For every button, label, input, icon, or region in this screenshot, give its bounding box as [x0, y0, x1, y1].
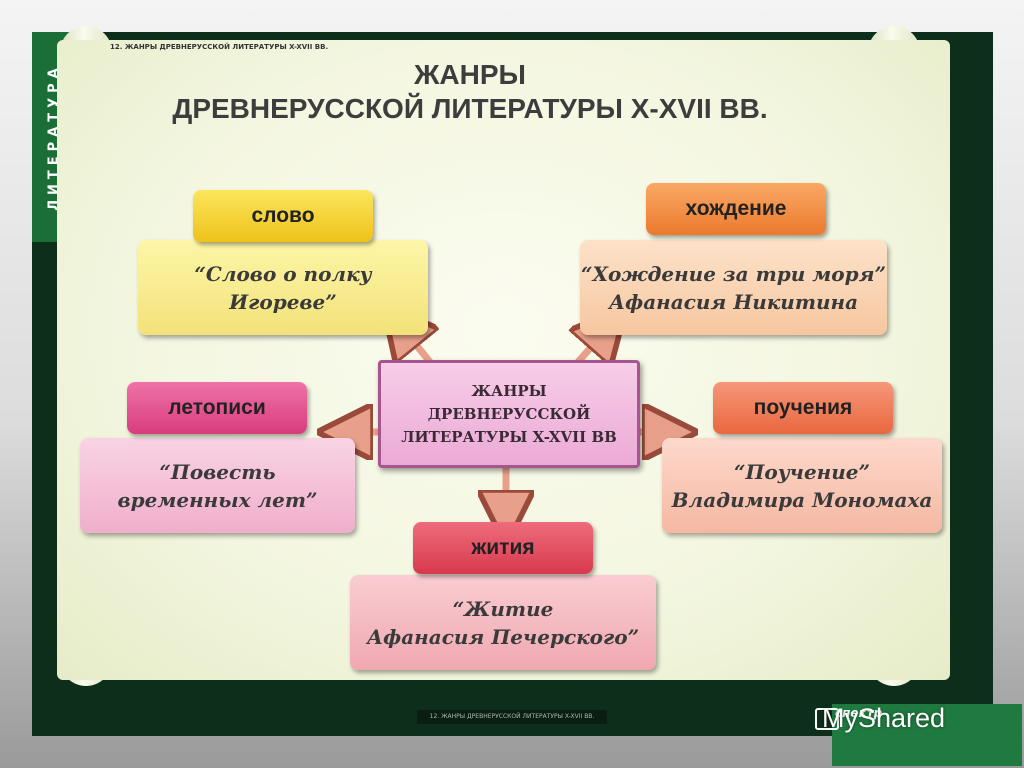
publisher-logo: спектр — [835, 706, 883, 720]
center-line-3: ЛИТЕРАТУРЫ X-XVII ВВ — [401, 427, 617, 446]
title-line-1: ЖАНРЫ — [414, 59, 526, 90]
example-card-slovo: “Слово о полку Игореве” — [138, 240, 428, 335]
genre-label-poucheniya: поучения — [713, 382, 893, 434]
page-title: ЖАНРЫ ДРЕВНЕРУССКОЙ ЛИТЕРАТУРЫ X-XVII ВВ… — [150, 58, 790, 126]
example-card-zhitiya: “Житие Афанасия Печерского” — [350, 575, 656, 670]
center-line-2: ДРЕВНЕРУССКОЙ — [427, 404, 591, 423]
title-line-2: ДРЕВНЕРУССКОЙ ЛИТЕРАТУРЫ X-XVII ВВ. — [172, 93, 768, 124]
poster-header: 12. ЖАНРЫ ДРЕВНЕРУССКОЙ ЛИТЕРАТУРЫ X-XVI… — [110, 43, 329, 51]
example-card-letopisi: “Повесть временных лет” — [80, 438, 355, 533]
example-card-poucheniya: “Поучение” Владимира Мономаха — [662, 438, 942, 533]
genre-label-slovo: слово — [193, 190, 373, 242]
presentation-icon — [815, 708, 839, 730]
center-line-1: ЖАНРЫ — [471, 381, 547, 400]
genre-label-hozhdenie: хождение — [646, 183, 826, 235]
genre-label-zhitiya: жития — [413, 522, 593, 574]
watermark: MyShared — [822, 703, 946, 733]
genre-label-letopisi: летописи — [127, 382, 307, 434]
center-topic-box: ЖАНРЫ ДРЕВНЕРУССКОЙ ЛИТЕРАТУРЫ X-XVII ВВ — [378, 360, 640, 468]
publisher-badge — [832, 704, 1022, 766]
example-card-hozhdenie: “Хождение за три моря” Афанасия Никитина — [580, 240, 887, 335]
bottom-tag: 12. ЖАНРЫ ДРЕВНЕРУССКОЙ ЛИТЕРАТУРЫ X-XVI… — [417, 710, 607, 724]
